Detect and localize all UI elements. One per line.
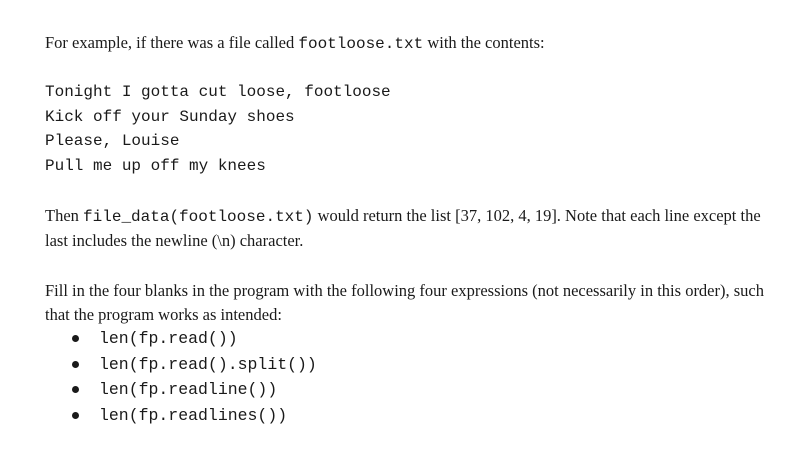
file-line: Tonight I gotta cut loose, footloose: [45, 83, 391, 101]
expression-text: len(fp.readlines()): [99, 405, 288, 425]
file-line: Kick off your Sunday shoes: [45, 107, 295, 126]
result-text-after: would return the list [37, 102, 4, 19]. …: [45, 206, 761, 250]
expression-text: len(fp.readline()): [99, 380, 278, 399]
result-paragraph: Then file_data(footloose.txt) would retu…: [45, 204, 765, 253]
intro-paragraph: For example, if there was a file called …: [45, 31, 545, 56]
result-text-before: Then: [45, 206, 84, 225]
intro-text-before: For example, if there was a file called: [45, 33, 299, 52]
result-function-call: file_data(footloose.txt): [83, 208, 314, 226]
instructions-paragraph: Fill in the four blanks in the program w…: [45, 281, 764, 324]
intro-text-after: with the contents:: [423, 33, 545, 52]
list-item: len(fp.read()): [72, 326, 317, 352]
bullet-icon: [72, 386, 79, 393]
file-contents-code-block: Tonight I gotta cut loose, footloose Kic…: [45, 80, 391, 179]
bullet-icon: [72, 360, 79, 368]
expression-text: len(fp.read()): [99, 329, 238, 348]
file-line: Pull me up off my knees: [45, 157, 266, 176]
list-item: len(fp.read().split()): [72, 352, 317, 378]
file-line: Please, Louise: [45, 132, 180, 151]
list-item: len(fp.readline()): [72, 377, 317, 403]
bullet-icon: [72, 335, 79, 342]
intro-filename: footloose.txt: [298, 35, 424, 53]
bullet-icon: [72, 411, 79, 419]
expression-list: len(fp.read()) len(fp.read().split()) le…: [72, 326, 317, 428]
list-item: len(fp.readlines()): [72, 403, 317, 429]
expression-text: len(fp.read().split()): [99, 354, 317, 374]
